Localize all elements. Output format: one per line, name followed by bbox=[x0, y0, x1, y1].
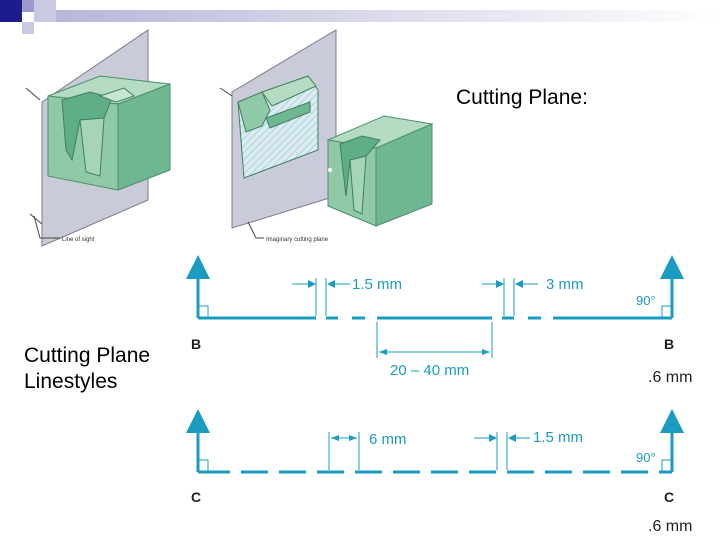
angle-label-c: 90° bbox=[636, 450, 656, 465]
angle-label-b: 90° bbox=[636, 293, 656, 308]
dim-label-b-long: 20 – 40 mm bbox=[390, 362, 469, 379]
thickness-label-b: .6 mm bbox=[648, 369, 692, 386]
square-decoration bbox=[22, 22, 34, 34]
block2-side bbox=[375, 123, 433, 227]
square-decoration bbox=[22, 0, 34, 12]
gradient-bar bbox=[56, 10, 720, 22]
label-line-2: Linestyles bbox=[24, 370, 118, 393]
caption-imaginary-cutting-plane: Imaginary cutting plane bbox=[266, 237, 329, 243]
illustration-line-of-sight: Line of sight bbox=[25, 29, 171, 247]
block-side bbox=[117, 83, 171, 191]
linestyle-diagram-b bbox=[186, 255, 684, 358]
label-line-1: Cutting Plane bbox=[24, 344, 151, 367]
letter-c-right: C bbox=[664, 489, 674, 505]
illustration-cutting-plane: Imaginary cutting plane bbox=[219, 29, 434, 243]
linestyle-diagram-c bbox=[186, 409, 684, 474]
letter-c-left: C bbox=[191, 489, 201, 505]
letter-b-right: B bbox=[664, 336, 674, 352]
dim-label-c-dash: 6 mm bbox=[369, 431, 407, 448]
slide-label-linestyles: Cutting Plane Linestyles bbox=[24, 343, 150, 395]
thickness-label-c: .6 mm bbox=[648, 518, 692, 535]
dim-label-b-gap: 1.5 mm bbox=[352, 276, 402, 293]
square-decoration bbox=[34, 0, 56, 22]
slide-label-cutting-plane: Cutting Plane: bbox=[456, 86, 588, 109]
caption-line-of-sight: Line of sight bbox=[62, 237, 95, 243]
letter-b-left: B bbox=[191, 336, 201, 352]
dim-label-b-dash: 3 mm bbox=[546, 276, 584, 293]
square-decoration bbox=[0, 0, 22, 22]
header-decoration bbox=[0, 0, 720, 48]
dim-label-c-gap: 1.5 mm bbox=[533, 429, 583, 446]
